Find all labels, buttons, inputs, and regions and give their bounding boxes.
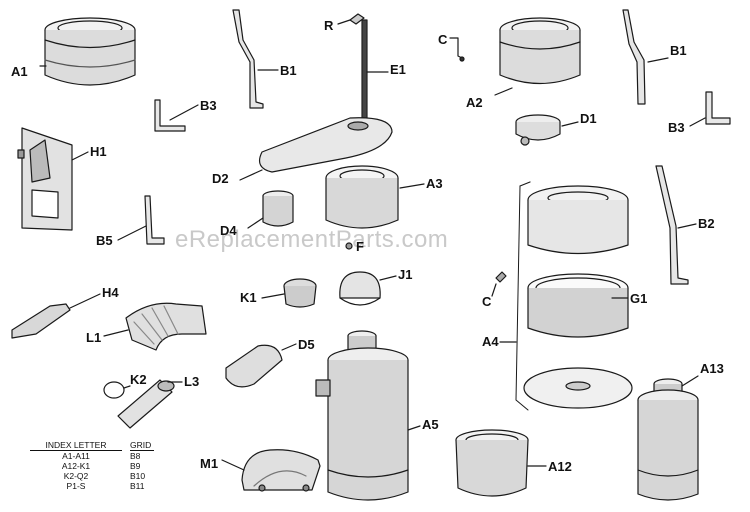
legend-row: K2-Q2 B10 bbox=[30, 471, 160, 481]
label-k2: K2 bbox=[130, 372, 147, 387]
label-r: R bbox=[324, 18, 334, 33]
label-k1: K1 bbox=[240, 290, 257, 305]
label-a5: A5 bbox=[422, 417, 439, 432]
part-r-and-e1 bbox=[337, 13, 389, 121]
part-b3-bracket-right bbox=[689, 91, 731, 127]
legend-grid: B11 bbox=[130, 481, 145, 491]
part-a13-canister bbox=[637, 375, 699, 501]
part-d2-duct bbox=[239, 117, 393, 181]
label-f: F bbox=[356, 239, 364, 254]
part-f-pin bbox=[345, 242, 353, 250]
part-b1-bracket-left bbox=[232, 9, 279, 109]
label-a1: A1 bbox=[11, 64, 28, 79]
legend-grid: B8 bbox=[130, 451, 141, 461]
part-c-clip-mid bbox=[491, 271, 507, 297]
label-b1-right: B1 bbox=[670, 43, 687, 58]
legend-header-index: INDEX LETTER bbox=[30, 440, 122, 451]
part-d4-cap bbox=[247, 190, 294, 229]
label-d5: D5 bbox=[298, 337, 315, 352]
label-c-mid: C bbox=[482, 294, 492, 309]
part-k2-clamp bbox=[103, 381, 131, 399]
legend-grid: B10 bbox=[130, 471, 146, 481]
part-a4-base-disc bbox=[523, 367, 633, 409]
legend-index: P1-S bbox=[66, 481, 86, 491]
part-j1-cap bbox=[339, 271, 397, 306]
part-d1-clamp bbox=[515, 114, 579, 146]
label-b3-right: B3 bbox=[668, 120, 685, 135]
part-b3-bracket-left bbox=[154, 99, 199, 132]
label-m1: M1 bbox=[200, 456, 219, 471]
legend-row: P1-S B11 bbox=[30, 481, 160, 491]
label-h4: H4 bbox=[102, 285, 119, 300]
label-h1: H1 bbox=[90, 144, 107, 159]
legend-grid: B9 bbox=[130, 461, 141, 471]
label-c-top: C bbox=[438, 32, 448, 47]
part-m1-band bbox=[221, 449, 321, 492]
index-legend: INDEX LETTER GRID A1-A11 B8 A12-K1 B9 K2… bbox=[30, 440, 160, 491]
label-l3: L3 bbox=[184, 374, 200, 389]
part-b5-bracket bbox=[117, 195, 165, 245]
part-a1-air-cleaner bbox=[39, 17, 136, 86]
part-a2-air-cleaner bbox=[494, 17, 581, 96]
legend-index: K2-Q2 bbox=[63, 471, 89, 481]
legend-header-grid: GRID bbox=[130, 440, 154, 451]
watermark-text: eReplacementParts.com bbox=[175, 226, 449, 253]
part-a12-bowl bbox=[455, 429, 547, 497]
part-b2-bracket bbox=[655, 165, 697, 285]
part-l3-tube bbox=[117, 379, 183, 429]
label-d4: D4 bbox=[220, 223, 237, 238]
label-a4: A4 bbox=[482, 334, 499, 349]
legend-index: A1-A11 bbox=[62, 451, 90, 461]
part-g1-ring bbox=[527, 273, 629, 338]
part-k1-sleeve bbox=[261, 278, 317, 308]
legend-row: A12-K1 B9 bbox=[30, 461, 160, 471]
part-h4-strap bbox=[11, 293, 101, 339]
part-l1-elbow bbox=[103, 302, 207, 351]
part-a3-filter bbox=[325, 165, 425, 229]
label-j1: J1 bbox=[398, 267, 413, 282]
label-l1: L1 bbox=[86, 330, 102, 345]
label-a13: A13 bbox=[700, 361, 724, 376]
label-b1: B1 bbox=[280, 63, 297, 78]
label-a12: A12 bbox=[548, 459, 572, 474]
label-g1: G1 bbox=[630, 291, 648, 306]
label-d2: D2 bbox=[212, 171, 229, 186]
label-b3: B3 bbox=[200, 98, 217, 113]
label-b5: B5 bbox=[96, 233, 113, 248]
part-a5-canister bbox=[315, 330, 421, 501]
legend-header: INDEX LETTER GRID bbox=[30, 440, 160, 451]
legend-row: A1-A11 B8 bbox=[30, 451, 160, 461]
part-b1-bracket-right bbox=[622, 9, 669, 105]
part-h1-plate bbox=[17, 127, 89, 231]
label-a3: A3 bbox=[426, 176, 443, 191]
part-a4-group-line bbox=[499, 181, 531, 411]
part-d5-elbow bbox=[225, 343, 297, 388]
legend-index: A12-K1 bbox=[61, 461, 91, 471]
label-b2: B2 bbox=[698, 216, 715, 231]
part-c-clip-top bbox=[449, 37, 465, 62]
part-a4-cover bbox=[527, 185, 629, 255]
label-d1: D1 bbox=[580, 111, 597, 126]
label-e1: E1 bbox=[390, 62, 406, 77]
label-a2: A2 bbox=[466, 95, 483, 110]
